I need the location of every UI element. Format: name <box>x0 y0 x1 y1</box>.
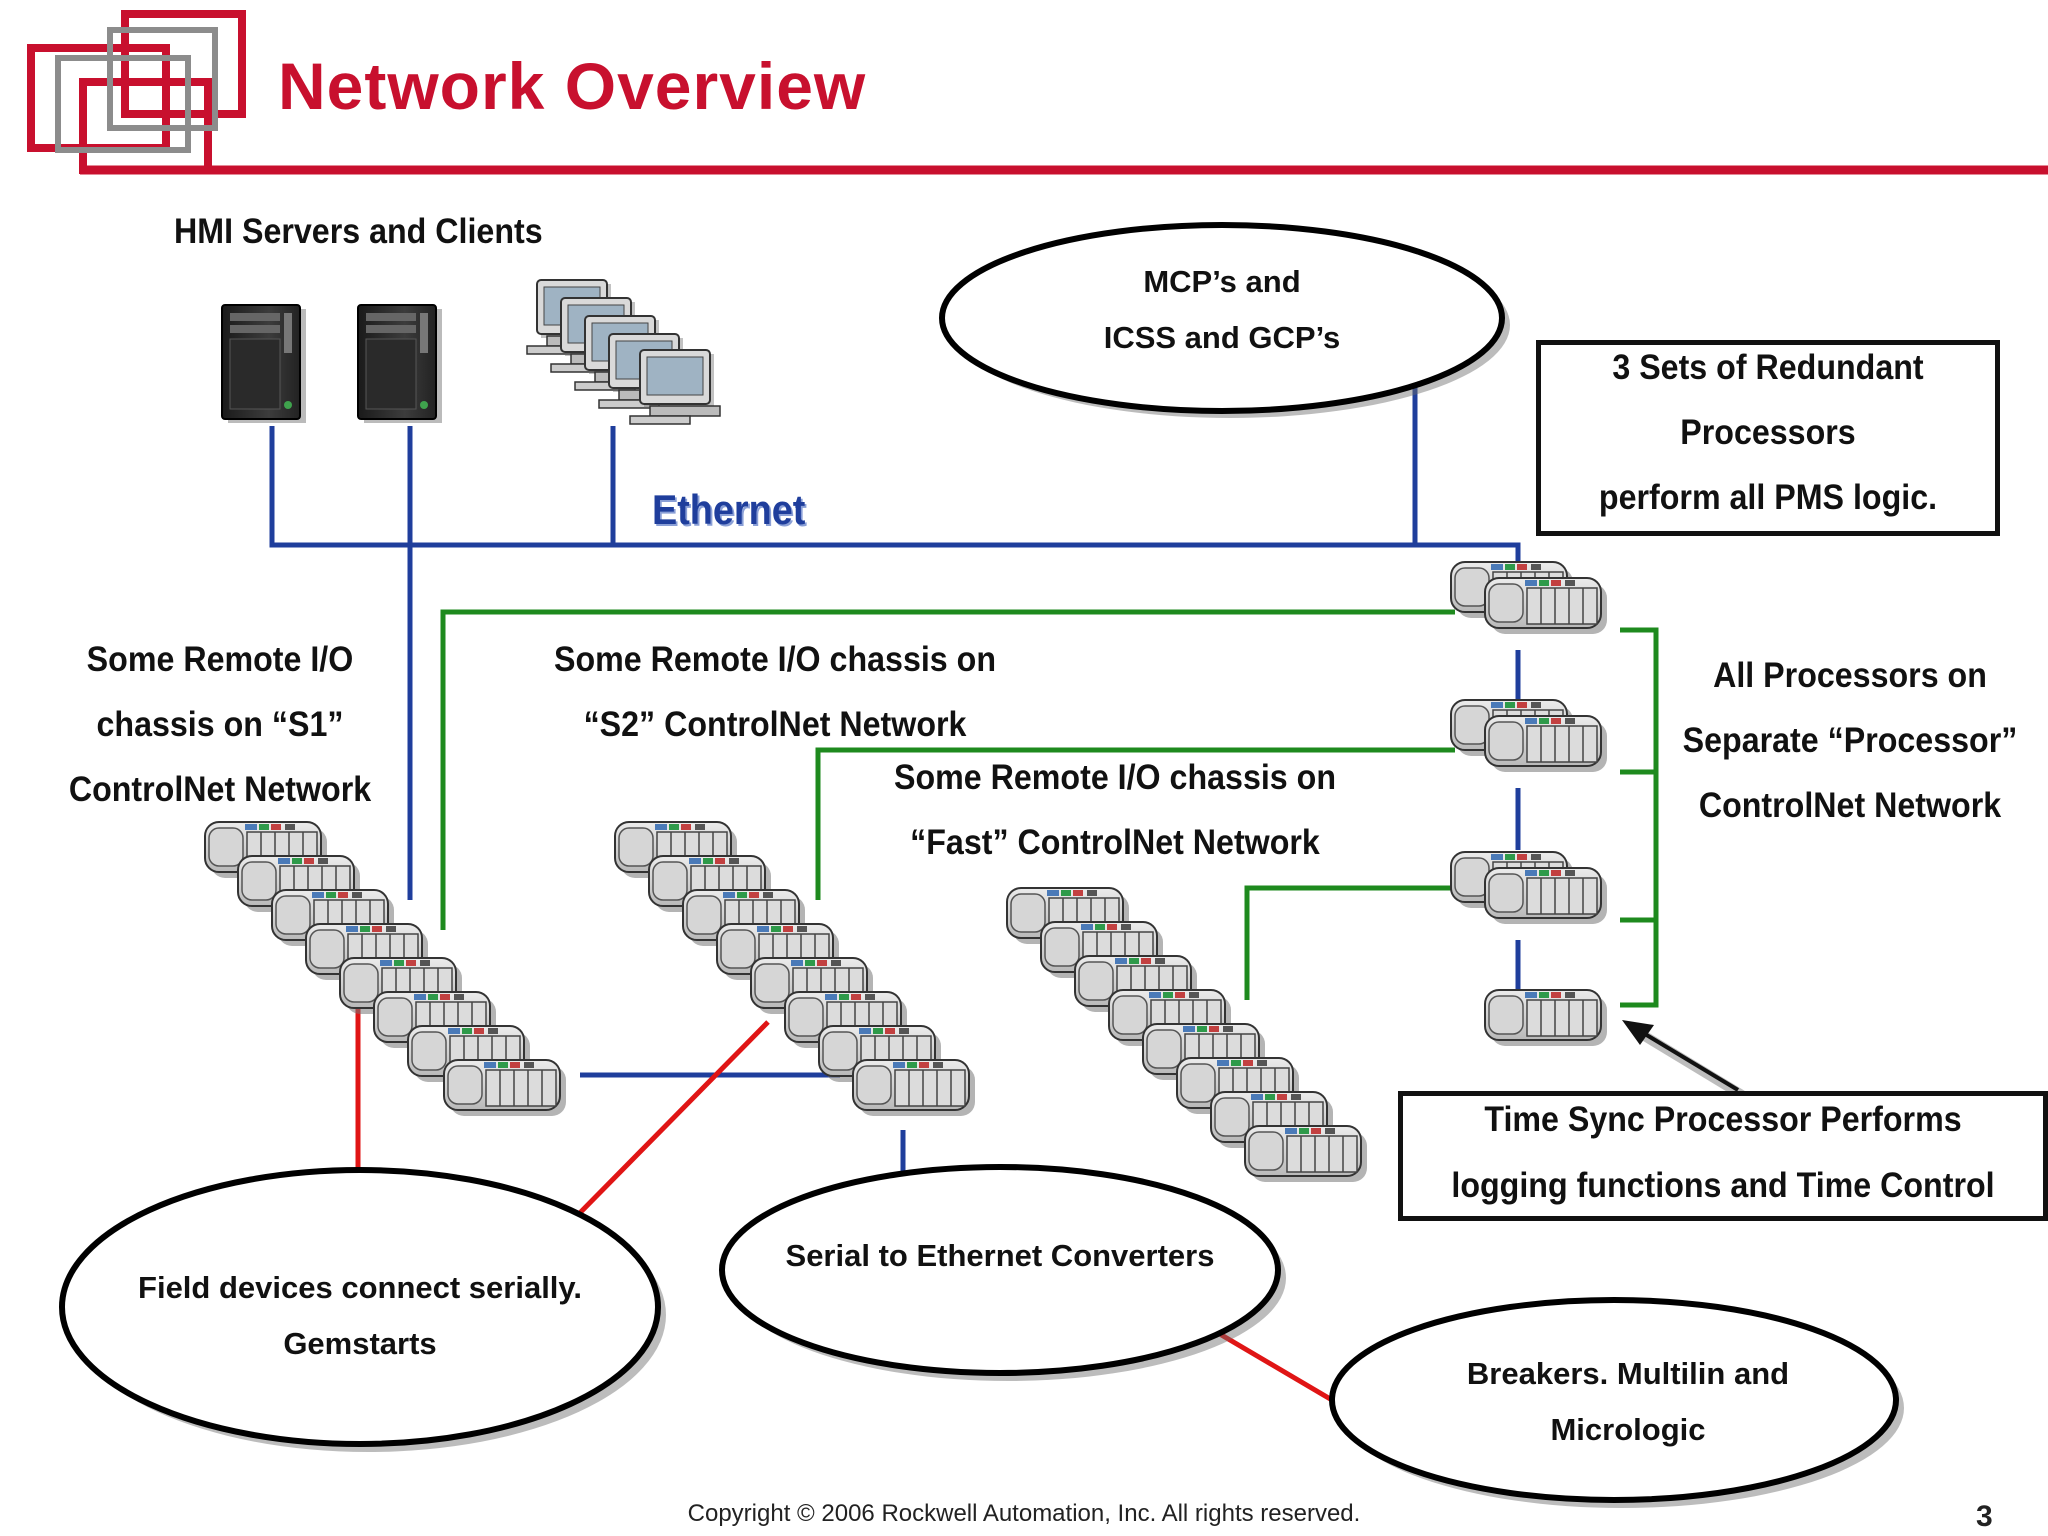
mcp-line2: ICSS and GCP’s <box>1103 320 1341 355</box>
ellipse-breakers <box>1329 1297 1904 1508</box>
fast-io-chassis-group <box>1006 887 1368 1183</box>
s2-label-line2: “S2” ControlNet Network <box>583 705 967 744</box>
redundant-line1: 3 Sets of Redundant <box>1612 348 1924 387</box>
timesync-line1: Time Sync Processor Performs <box>1484 1100 1962 1139</box>
field-line2: Gemstarts <box>283 1326 437 1361</box>
redundant-line2: Processors <box>1680 413 1856 452</box>
header-logo <box>27 10 246 174</box>
hmi-clients-icon <box>526 279 721 425</box>
ethernet-links <box>269 360 1521 1178</box>
s1-io-chassis-group <box>204 821 567 1117</box>
field-line1: Field devices connect serially. <box>138 1270 582 1305</box>
breakers-line2: Micrologic <box>1550 1412 1706 1447</box>
proc-label-line1: All Processors on <box>1713 656 1987 695</box>
ellipse-field-devices <box>59 1167 666 1452</box>
breakers-line1: Breakers. Multilin and <box>1466 1356 1790 1391</box>
hmi-server-1-icon <box>221 304 307 424</box>
time-sync-processor-icon <box>1484 989 1608 1047</box>
ethernet-label: Ethernet <box>652 486 806 533</box>
ellipse-mcp <box>939 222 1510 418</box>
serial-converters-label: Serial to Ethernet Converters <box>785 1238 1215 1273</box>
fast-label-line2: “Fast” ControlNet Network <box>910 823 1320 862</box>
redundant-processors-box <box>1536 340 2000 536</box>
s2-label-line1: Some Remote I/O chassis on <box>553 640 997 679</box>
hmi-label: HMI Servers and Clients <box>174 212 543 251</box>
proc-label-line3: ControlNet Network <box>1698 786 2002 825</box>
s1-label-line2: chassis on “S1” <box>96 705 344 744</box>
timesync-arrow <box>1622 1020 1745 1100</box>
s1-label-line3: ControlNet Network <box>68 770 372 809</box>
redundant-line3: perform all PMS logic. <box>1598 478 1938 517</box>
serial-links <box>355 1005 1334 1403</box>
page-number: 3 <box>1976 1500 1993 1533</box>
proc-label-line2: Separate “Processor” <box>1682 721 2018 760</box>
s1-label-line1: Some Remote I/O <box>86 640 354 679</box>
time-sync-box <box>1398 1091 2048 1221</box>
copyright-footer: Copyright © 2006 Rockwell Automation, In… <box>687 1500 1361 1527</box>
processor-chassis-group <box>1450 561 1608 925</box>
ellipse-serial-converters <box>719 1164 1286 1381</box>
hmi-server-2-icon <box>357 304 443 424</box>
controlnet-links <box>440 609 1659 1008</box>
mcp-line1: MCP’s and <box>1143 264 1301 299</box>
fast-label-line1: Some Remote I/O chassis on <box>893 758 1337 797</box>
s2-io-chassis-group <box>614 821 976 1117</box>
page-title: Network Overview <box>278 49 867 123</box>
timesync-line2: logging functions and Time Control <box>1451 1166 1995 1205</box>
